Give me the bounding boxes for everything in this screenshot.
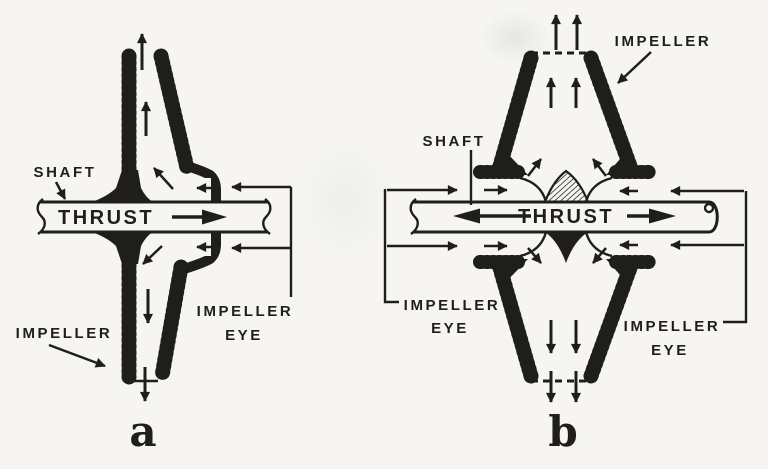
impeller-leader-b <box>617 51 652 84</box>
eye-cap-lower-a <box>179 228 221 274</box>
eye-opening-lower-a <box>153 232 211 256</box>
shaft-break-left-a <box>36 198 46 235</box>
flow-arrows-b <box>387 14 744 403</box>
shaft-break-left-b <box>409 198 419 235</box>
flow-arrows-a <box>136 33 291 402</box>
impeller-eye-label-a-line1: IMPELLER <box>197 303 294 320</box>
shaft-leader-a <box>54 181 67 200</box>
thrust-arrows-b <box>453 208 676 224</box>
eye-flanges-b <box>473 165 657 269</box>
panel-b: IMPELLER SHAFT THRUST IMPELLER EYE IMPEL… <box>383 14 748 456</box>
impeller-label-b: IMPELLER <box>615 33 712 50</box>
hub-lower-b <box>545 232 588 263</box>
caption-a: a <box>129 407 156 456</box>
thrust-arrow-a <box>172 209 227 225</box>
impeller-eye-label-a-line2: EYE <box>225 327 263 344</box>
impeller-eye-right-label-b-line1: IMPELLER <box>624 318 721 335</box>
panel-a: SHAFT THRUST IMPELLER IMPELLER EYE a <box>16 33 294 456</box>
eye-cap-upper-a <box>179 160 221 206</box>
eye-opening-upper-a <box>153 178 211 202</box>
eye-bracket-left-b <box>383 189 399 304</box>
shaft-break-right-a <box>262 198 272 235</box>
thrust-label-b: THRUST <box>518 206 614 228</box>
shaft-label-a: SHAFT <box>34 164 97 181</box>
hub-upper-b <box>543 169 590 204</box>
shaft-label-b: SHAFT <box>423 133 486 150</box>
impeller-eye-left-label-b-line2: EYE <box>431 320 469 337</box>
eye-bracket-right-b <box>723 191 748 324</box>
impeller-walls-b <box>492 50 638 384</box>
impeller-leader-a <box>48 343 106 368</box>
impeller-walls-a <box>121 48 195 385</box>
shaft-band-a <box>36 198 272 235</box>
caption-b: b <box>548 407 577 456</box>
shaft-end-detail-b <box>703 202 715 214</box>
impeller-eye-left-label-b-line1: IMPELLER <box>404 297 501 314</box>
thrust-label-a: THRUST <box>58 207 154 229</box>
impeller-eye-right-label-b-line2: EYE <box>651 342 689 359</box>
shaft-band-b <box>409 198 719 235</box>
impeller-label-a: IMPELLER <box>16 325 113 342</box>
